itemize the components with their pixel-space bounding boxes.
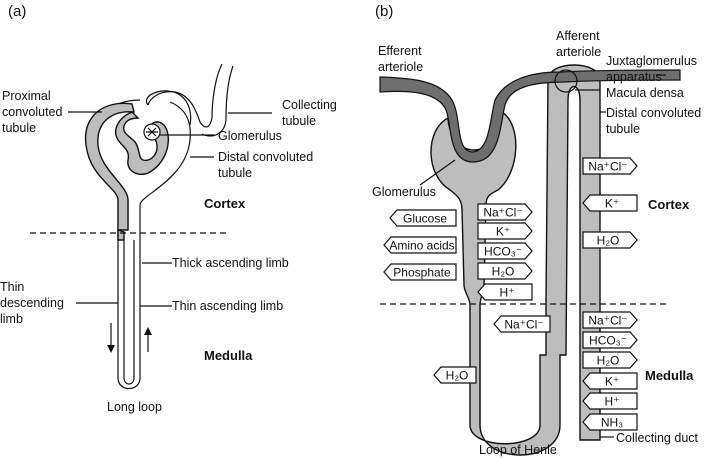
collecting-transport-item-arrow-icon [582, 331, 638, 349]
nephron-a [84, 63, 234, 390]
label-loop-of-henle: Loop of Henle [479, 443, 557, 457]
reabsorbed-item-arrow-icon [383, 263, 457, 281]
proximal-transport-item-label: K⁺ [496, 225, 510, 239]
collecting-transport-item-arrow-icon [582, 372, 638, 390]
proximal-transport-item-label: H⁺ [500, 286, 515, 300]
label-collecting-duct: Collecting duct [616, 431, 699, 445]
collecting-transport-item: H⁺ [582, 392, 638, 410]
label-cortex-a: Cortex [204, 196, 246, 211]
descending-limb-transport: H₂O [433, 366, 477, 384]
proximal-transport-item-arrow-icon [477, 242, 533, 260]
proximal-transport-item-label: HCO₃⁻ [484, 245, 522, 259]
flow-down-arrow-icon [107, 323, 115, 353]
reabsorbed-item-label: Amino acids [389, 239, 454, 253]
label-glomerulus-b: Glomerulus [372, 185, 436, 199]
label-cortex-b: Cortex [648, 197, 690, 212]
descending-limb-transport-arrow-icon [433, 366, 477, 384]
panel-b-label: (b) [375, 3, 393, 20]
collecting-transport-item: HCO₃⁻ [582, 331, 638, 349]
label-collecting-tubule-a: Collecting tubule [282, 98, 340, 128]
label-thin-descending: Thin descending limb [0, 280, 67, 326]
distal-transport-item: Na⁺Cl⁻ [582, 157, 638, 175]
descending-limb-transport-label: H₂O [446, 369, 469, 383]
collecting-transport-item-arrow-icon [582, 392, 638, 410]
label-medulla-a: Medulla [204, 348, 253, 363]
reabsorbed-item-arrow-icon [389, 209, 457, 227]
distal-transport-item-arrow-icon [582, 157, 638, 175]
collecting-transport-item: H₂O [582, 351, 638, 369]
label-afferent: Afferent arteriole [556, 29, 603, 59]
collecting-transport-item-label: H⁺ [605, 395, 620, 409]
nephron-b [379, 64, 681, 456]
proximal-transport-item: H⁺ [477, 283, 533, 301]
reabsorbed-item-label: Phosphate [393, 266, 451, 280]
label-medulla-b: Medulla [645, 368, 694, 383]
reabsorbed-item-label: Glucose [403, 212, 447, 226]
label-distal-a: Distal convoluted tubule [218, 150, 317, 180]
proximal-transport-item-label: H₂O [492, 265, 515, 279]
collecting-transport-item: K⁺ [582, 372, 638, 390]
ascending-limb-transport-arrow-icon [493, 315, 551, 333]
label-efferent: Efferent arteriole [378, 44, 425, 74]
proximal-transport-item-arrow-icon [477, 222, 533, 240]
collecting-transport-item-label: NH₃ [601, 416, 623, 430]
collecting-transport-item: Na⁺Cl⁻ [582, 311, 638, 329]
ascending-limb-transport: Na⁺Cl⁻ [493, 315, 551, 333]
reabsorbed-item: Amino acids [383, 236, 457, 254]
proximal-transport-item-arrow-icon [477, 262, 533, 280]
label-thin-ascending: Thin ascending limb [172, 299, 283, 313]
collecting-transport-item-arrow-icon [582, 413, 638, 431]
proximal-transport-item: HCO₃⁻ [477, 242, 533, 260]
distal-transport-item: K⁺ [582, 194, 638, 212]
proximal-transport-item: K⁺ [477, 222, 533, 240]
distal-transport-item-label: Na⁺Cl⁻ [588, 160, 627, 174]
distal-transport-item-arrow-icon [582, 231, 638, 249]
distal-transport-item-arrow-icon [582, 194, 638, 212]
collecting-transport-item-arrow-icon [582, 351, 638, 369]
proximal-transport-item-arrow-icon [477, 203, 533, 221]
proximal-transport-item-label: Na⁺Cl⁻ [483, 206, 522, 220]
distal-transport-item-label: H₂O [597, 234, 620, 248]
reabsorbed-item-arrow-icon [383, 236, 457, 254]
flow-up-arrow-icon [144, 327, 152, 352]
distal-transport-item-label: K⁺ [605, 197, 619, 211]
reabsorbed-item: Glucose [389, 209, 457, 227]
collecting-transport-item-label: K⁺ [605, 375, 619, 389]
ascending-limb-transport-label: Na⁺Cl⁻ [504, 318, 543, 332]
label-thick-ascending: Thick ascending limb [172, 256, 289, 270]
proximal-transport-item-arrow-icon [477, 283, 533, 301]
distal-transport-item: H₂O [582, 231, 638, 249]
panel-a-label: (a) [8, 3, 26, 20]
proximal-transport-item: H₂O [477, 262, 533, 280]
collecting-transport-item-arrow-icon [582, 311, 638, 329]
label-glomerulus-a: Glomerulus [218, 129, 282, 143]
label-proximal-a: Proximal convoluted tubule [2, 89, 66, 135]
label-distal-b: Distal convoluted tubule [606, 106, 705, 136]
reabsorbed-item: Phosphate [383, 263, 457, 281]
label-macula-densa: Macula densa [606, 86, 684, 100]
collecting-transport-item: NH₃ [582, 413, 638, 431]
collecting-transport-item-label: H₂O [597, 354, 620, 368]
label-juxtaglomerulus: Juxtaglomerulus apparatus [606, 54, 701, 84]
label-long-loop: Long loop [107, 400, 162, 414]
collecting-transport-item-label: HCO₃⁻ [589, 334, 627, 348]
juxtaglomerulus-circle [554, 69, 578, 93]
proximal-transport-item: Na⁺Cl⁻ [477, 203, 533, 221]
collecting-transport-item-label: Na⁺Cl⁻ [588, 314, 627, 328]
